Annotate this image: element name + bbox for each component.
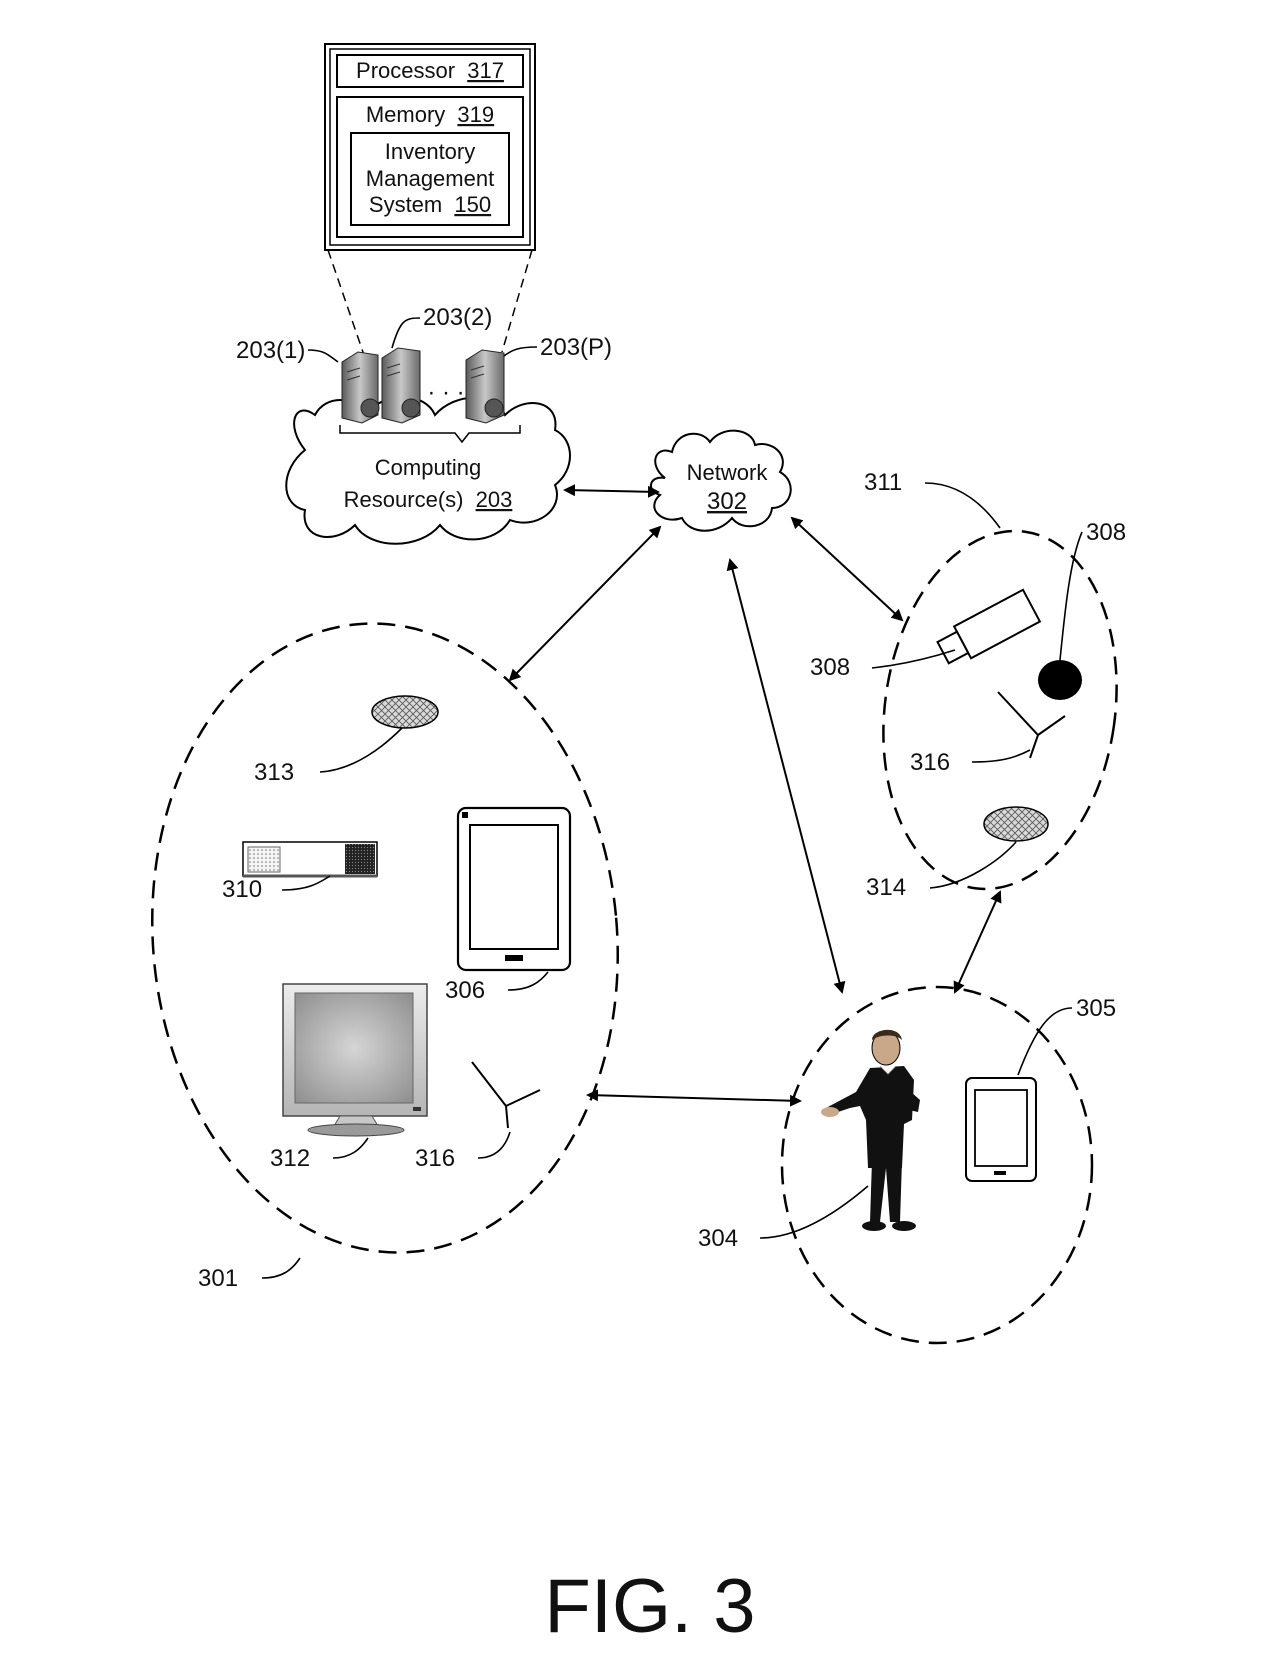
memory-ref: 319 [457,102,494,127]
leader-310 [281,875,331,891]
computing-resources-cloud: Computing Resource(s) 203 [285,396,571,545]
arrow-network-304 [726,558,846,994]
projection-line-right [501,249,533,353]
servers-ellipsis: · · · [427,379,464,406]
rfid-tag-314-icon [983,806,1049,842]
server-2-icon [381,347,421,424]
network-cloud: Network 302 [650,429,792,532]
svg-text:Memory 319: Memory 319 [366,102,494,127]
ims-line1: Inventory [385,139,476,164]
arrow-computing-network [563,484,660,498]
leader-304 [759,1185,869,1239]
label-308-sensor: 308 [1086,519,1126,546]
leader-316-right [971,749,1031,763]
region-311 [882,529,1118,891]
label-311: 311 [864,469,902,496]
processor-ref: 317 [467,58,504,83]
server-p-icon [465,349,505,424]
server-1-icon [341,351,380,424]
region-301 [151,622,619,1254]
label-310: 310 [222,876,262,903]
label-203-p: 203(P) [540,334,612,361]
label-308-camera: 308 [810,654,850,681]
leader-301 [261,1257,301,1279]
leader-314 [929,841,1017,889]
leader-313 [319,727,403,773]
label-316-left: 316 [415,1145,455,1172]
svg-text:Processor 317: Processor 317 [356,58,504,83]
reader-310-icon [242,841,378,878]
inventory-management-system-box: Inventory Management System 150 [350,132,510,226]
leader-305 [1017,1007,1073,1076]
svg-text:Resource(s) 203: Resource(s) 203 [344,487,513,512]
memory-label: Memory [366,102,445,127]
network-label: Network [687,460,769,485]
computing-ref: 203 [476,487,513,512]
leader-306 [507,971,549,991]
svg-text:System 150: System 150 [369,192,491,217]
server-detail-box: Processor 317 Memory 319 Inventory Manag… [324,43,536,251]
label-304: 304 [698,1225,738,1252]
leader-203-p [503,346,538,357]
label-203-2: 203(2) [423,304,492,331]
tablet-305-icon [965,1077,1037,1182]
arrow-301-304 [586,1089,802,1107]
monitor-312-icon [282,983,428,1137]
label-312: 312 [270,1145,310,1172]
rfid-tag-313-icon [371,695,439,729]
label-305: 305 [1076,995,1116,1022]
camera-icon [936,588,1042,665]
servers-brace [339,425,521,444]
label-314: 314 [866,874,906,901]
label-306: 306 [445,977,485,1004]
antenna-icon-right [997,691,1066,759]
figure-caption: FIG. 3 [544,1564,755,1649]
leader-308-sensor [1059,531,1083,661]
projection-line-left [327,249,366,359]
processor-label: Processor [356,58,455,83]
person-304-icon [821,1029,920,1231]
computing-line2: Resource(s) [344,487,464,512]
arrow-311-304 [953,890,1002,994]
tablet-306-icon [456,806,572,972]
label-316-right: 316 [910,749,950,776]
ims-line2: Management [366,166,494,191]
antenna-icon-left [471,1061,541,1129]
network-ref: 302 [707,488,747,515]
arrow-network-311 [790,516,904,622]
computing-line1: Computing [375,455,481,480]
leader-203-2 [391,317,421,349]
region-304 [780,985,1094,1345]
leader-308-camera [871,649,956,669]
processor-box: Processor 317 [336,54,524,88]
ims-ref: 150 [454,192,491,217]
ims-line3: System [369,192,442,217]
sensor-dot-icon [1038,660,1082,700]
leader-312 [332,1137,369,1159]
label-301: 301 [198,1265,238,1292]
label-313: 313 [254,759,294,786]
leader-203-1 [307,349,339,363]
label-203-1: 203(1) [236,337,305,364]
memory-box: Memory 319 Inventory Management System 1… [336,96,524,238]
leader-316-left [477,1131,511,1159]
leader-311 [924,482,1001,529]
arrow-network-301 [508,525,662,682]
